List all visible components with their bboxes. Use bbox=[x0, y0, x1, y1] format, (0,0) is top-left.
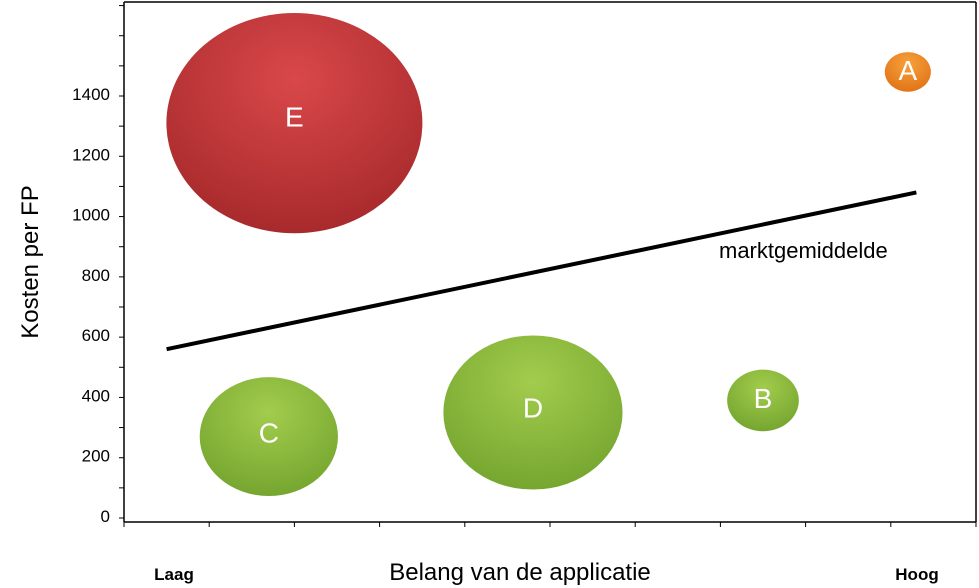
bubble-label-b: B bbox=[754, 383, 773, 414]
bubble-a bbox=[884, 52, 931, 92]
trend-line bbox=[166, 190, 917, 352]
bubble-d bbox=[443, 335, 623, 490]
x-ticks bbox=[123, 522, 977, 527]
bubble-label-a: A bbox=[898, 55, 917, 86]
y-tick-label: 200 bbox=[82, 447, 110, 466]
axes bbox=[123, 1, 977, 523]
x-start-label: Laag bbox=[154, 565, 194, 584]
x-axis-title: Belang van de applicatie bbox=[389, 559, 651, 586]
trend-line-group bbox=[166, 190, 917, 352]
y-tick-label: 0 bbox=[101, 507, 110, 526]
y-tick-label: 1400 bbox=[72, 85, 110, 104]
bubble-c bbox=[199, 377, 338, 497]
y-tick-label: 400 bbox=[82, 386, 110, 405]
bubble-label-e: E bbox=[285, 102, 304, 133]
y-tick-label: 1200 bbox=[72, 145, 110, 164]
trend-line-label: marktgemiddelde bbox=[719, 238, 888, 263]
y-tick-label: 600 bbox=[82, 326, 110, 345]
y-axis-title: Kosten per FP bbox=[17, 185, 44, 338]
y-tick-label: 800 bbox=[82, 266, 110, 285]
y-ticks: 0 200 400 600 800 1000 1200 1400 bbox=[72, 5, 124, 526]
bubble-b bbox=[727, 369, 799, 432]
bubble-e bbox=[166, 13, 423, 234]
bubbles: E A C D B bbox=[166, 13, 931, 497]
x-end-label: Hoog bbox=[895, 565, 938, 584]
bubble-label-d: D bbox=[523, 393, 543, 424]
bubble-label-c: C bbox=[259, 418, 279, 449]
y-tick-label: 1000 bbox=[72, 206, 110, 225]
